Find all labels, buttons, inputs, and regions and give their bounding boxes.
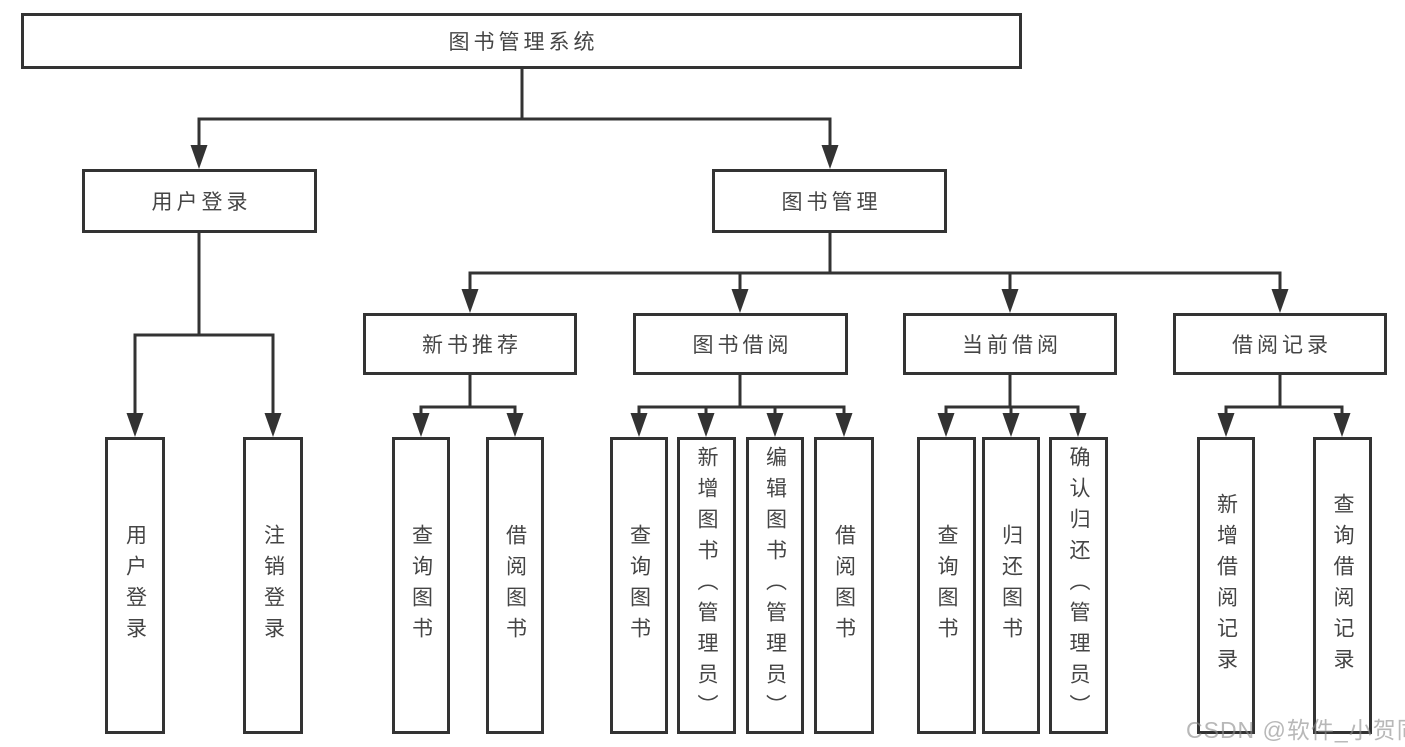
arrow-down-icon xyxy=(126,413,144,437)
leaf-borrow-books-recommend: 借阅图书 xyxy=(486,437,544,734)
node-label: 借阅图书 xyxy=(503,523,527,648)
arrow-down-icon xyxy=(264,413,282,437)
arrow-down-icon xyxy=(1069,413,1087,437)
arrow-down-icon xyxy=(731,289,749,313)
node-user-login: 用户登录 xyxy=(82,169,317,233)
csdn-watermark: CSDN @软件_小贺同学 xyxy=(1186,717,1405,743)
arrow-down-icon xyxy=(1001,289,1019,313)
connector-root-split xyxy=(197,117,832,148)
arrow-down-icon xyxy=(697,413,715,437)
arrow-down-icon xyxy=(1271,289,1289,313)
node-label: 新增借阅记录 xyxy=(1214,492,1238,679)
node-label: 注销登录 xyxy=(261,523,285,648)
node-label: 用户登录 xyxy=(123,523,147,648)
leaf-query-books-current: 查询图书 xyxy=(917,437,976,734)
node-label: 图书管理系统 xyxy=(448,31,599,54)
arrow-down-icon xyxy=(461,289,479,313)
node-label: 用户登录 xyxy=(151,191,252,214)
arrow-down-icon xyxy=(1333,413,1351,437)
node-book-borrow: 图书借阅 xyxy=(633,313,848,375)
leaf-query-borrow-record: 查询借阅记录 xyxy=(1313,437,1372,734)
arrow-down-icon xyxy=(835,413,853,437)
arrow-down-icon xyxy=(412,413,430,437)
leaf-edit-book-admin: 编辑图书（管理员） xyxy=(746,437,804,734)
leaf-logout: 注销登录 xyxy=(243,437,303,734)
arrow-down-icon xyxy=(1217,413,1235,437)
arrow-down-icon xyxy=(1002,413,1020,437)
leaf-user-login: 用户登录 xyxy=(105,437,165,734)
node-current-borrow: 当前借阅 xyxy=(903,313,1117,375)
node-label: 查询借阅记录 xyxy=(1331,492,1354,679)
arrow-down-icon xyxy=(630,413,648,437)
node-new-book-recommend: 新书推荐 xyxy=(363,313,577,375)
node-label: 借阅图书 xyxy=(832,523,856,648)
node-label: 新书推荐 xyxy=(422,334,522,357)
leaf-query-books-recommend: 查询图书 xyxy=(392,437,450,734)
connector-borrow-split xyxy=(637,405,846,416)
node-label: 归还图书 xyxy=(999,523,1023,648)
arrow-down-icon xyxy=(766,413,784,437)
connector-newbook-split xyxy=(419,405,517,416)
leaf-return-book: 归还图书 xyxy=(982,437,1040,734)
node-label: 查询图书 xyxy=(409,523,433,648)
arrowheads xyxy=(126,145,1351,437)
arrow-down-icon xyxy=(937,413,955,437)
connector-records-split xyxy=(1224,405,1344,416)
arrow-down-icon xyxy=(190,145,208,169)
leaf-query-books-borrow: 查询图书 xyxy=(610,437,668,734)
arrow-down-icon xyxy=(506,413,524,437)
node-label: 查询图书 xyxy=(935,523,958,648)
node-label: 借阅记录 xyxy=(1232,334,1332,357)
leaf-borrow-books: 借阅图书 xyxy=(814,437,874,734)
connector-bookmgmt-split xyxy=(468,271,1282,292)
node-book-management: 图书管理 xyxy=(712,169,947,233)
node-label: 当前借阅 xyxy=(962,334,1062,357)
node-label: 编辑图书（管理员） xyxy=(763,446,787,725)
node-library-management-system: 图书管理系统 xyxy=(21,13,1022,69)
leaf-add-book-admin: 新增图书（管理员） xyxy=(677,437,736,734)
node-label: 确认归还（管理员） xyxy=(1067,446,1090,725)
connector-userlogin-split xyxy=(133,333,275,416)
node-borrow-records: 借阅记录 xyxy=(1173,313,1387,375)
node-label: 图书借阅 xyxy=(692,334,793,357)
node-label: 查询图书 xyxy=(627,523,651,648)
node-label: 新增图书（管理员） xyxy=(695,446,718,725)
leaf-confirm-return-admin: 确认归还（管理员） xyxy=(1049,437,1108,734)
leaf-add-borrow-record: 新增借阅记录 xyxy=(1197,437,1255,734)
node-label: 图书管理 xyxy=(781,191,882,214)
arrow-down-icon xyxy=(821,145,839,169)
